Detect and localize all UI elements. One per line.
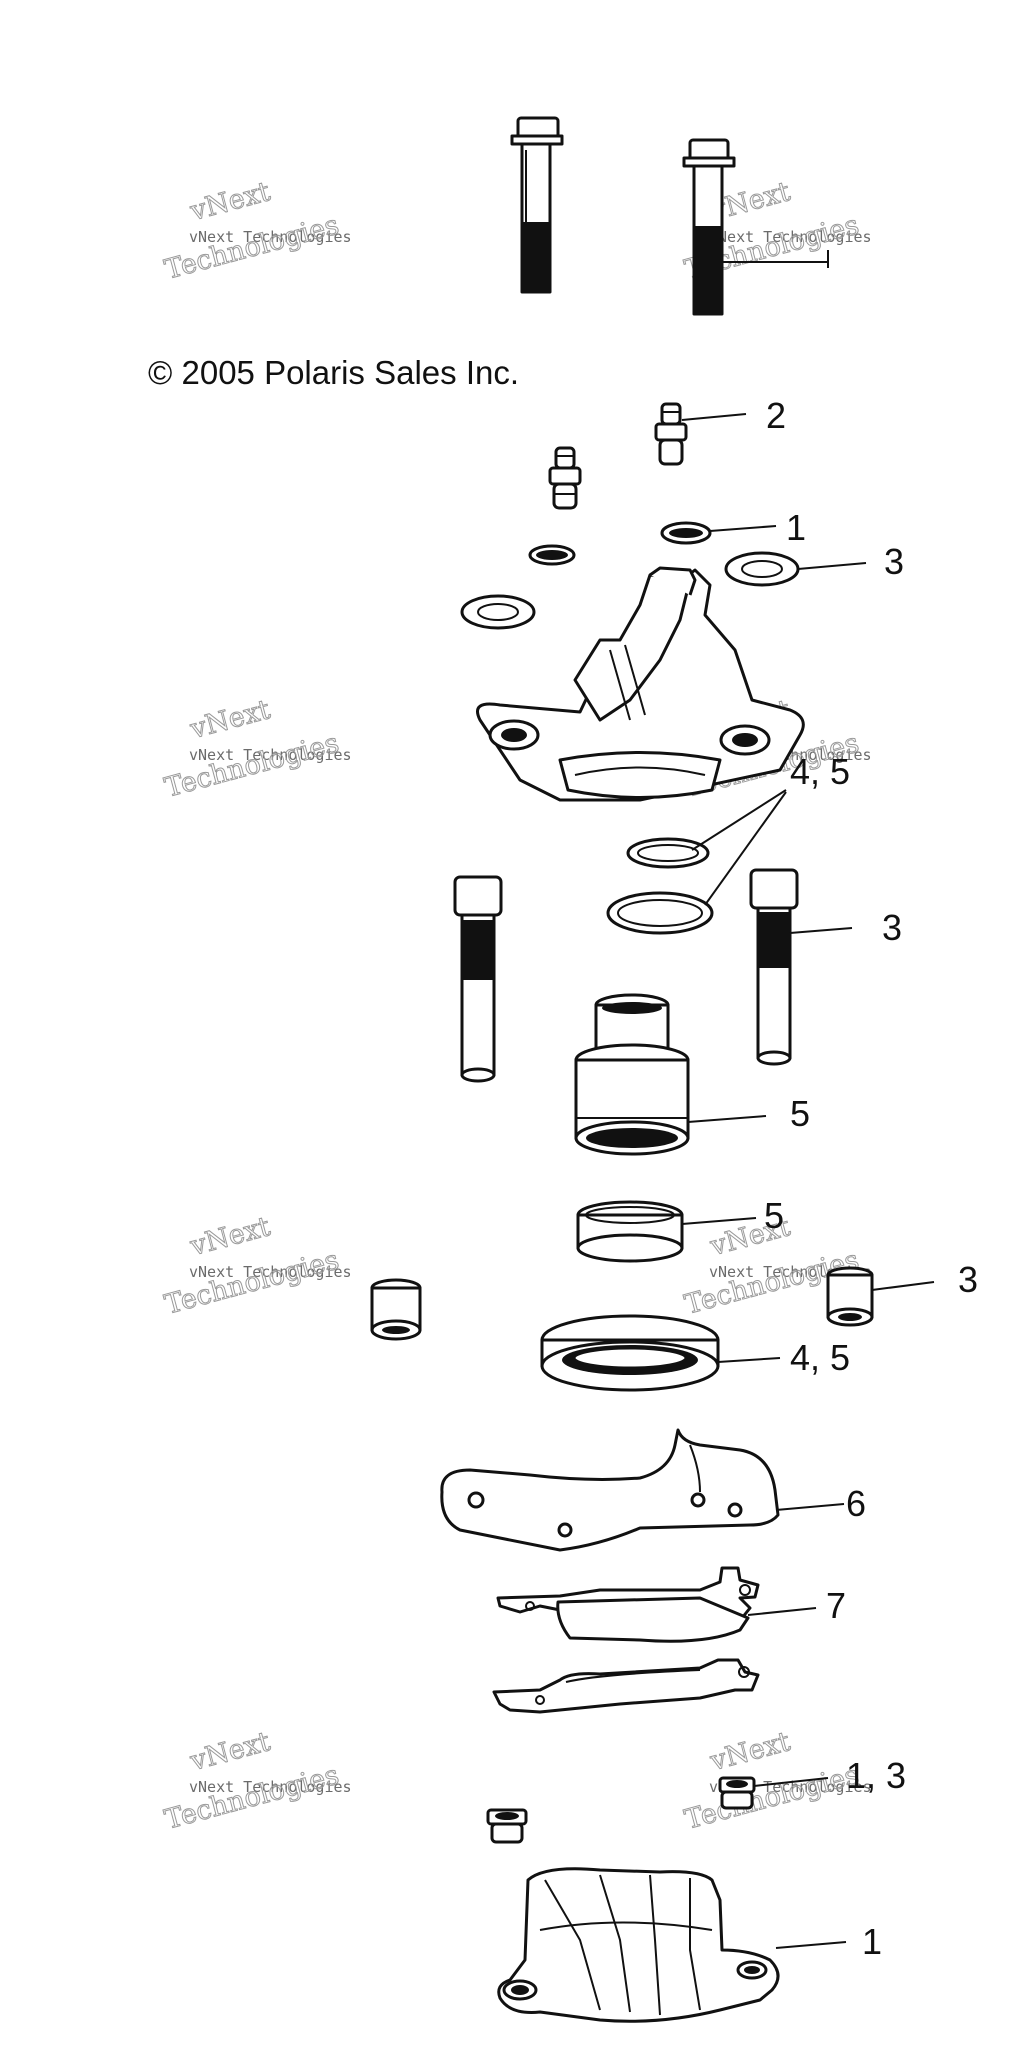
piston-seal-large (606, 891, 714, 935)
watermark-left-1: vNext vNext Technologies Technologies (161, 176, 352, 287)
bushing-right (826, 1266, 874, 1327)
callout-3-washer: 3 (884, 541, 904, 582)
callout-1-top: 1 (786, 507, 806, 548)
o-ring-left (528, 544, 576, 566)
fitting-right (718, 1776, 756, 1810)
callout-6: 6 (846, 1483, 866, 1524)
svg-text:Technologies: Technologies (162, 210, 343, 286)
brake-pad-lower (492, 1658, 760, 1714)
svg-text:vNext Technologies: vNext Technologies (709, 228, 872, 246)
mounting-bolt-left (510, 116, 564, 294)
watermark-right-4: vNext vNext Technologies Technologies (681, 1726, 871, 1837)
copyright-notice: © 2005 Polaris Sales Inc. (148, 354, 519, 391)
watermark-left-3: vNext vNext Technologies Technologies (161, 1211, 352, 1322)
svg-text:vNext: vNext (706, 1726, 793, 1777)
caliper-body-upper (476, 566, 805, 802)
caliper-bracket (440, 1428, 780, 1552)
callout-7: 7 (826, 1585, 846, 1626)
watermark-left-4: vNext vNext Technologies Technologies (161, 1726, 352, 1837)
caliper-piston (574, 993, 690, 1156)
brake-pad-upper (496, 1566, 760, 1643)
svg-text:vNext: vNext (186, 1726, 273, 1777)
mounting-bolt-right (682, 138, 829, 316)
washer-left (460, 594, 536, 630)
svg-text:vNext: vNext (186, 694, 273, 745)
o-ring-right (660, 521, 712, 545)
svg-text:vNext Technologies: vNext Technologies (189, 1263, 352, 1281)
leader-lines (681, 413, 935, 1949)
bushing-left (370, 1278, 422, 1341)
piston-seal-small (626, 837, 710, 869)
bleeder-screw-right (654, 402, 688, 466)
callout-5-piston: 5 (790, 1093, 810, 1134)
callout-3-pin: 3 (882, 907, 902, 948)
caliper-body-lower (497, 1867, 780, 2023)
svg-text:Technologies: Technologies (162, 1760, 343, 1836)
svg-text:vNext Technologies: vNext Technologies (189, 228, 352, 246)
watermark-left-2: vNext vNext Technologies Technologies (161, 694, 352, 805)
dust-seal (540, 1314, 720, 1392)
callout-4-5-top: 4, 5 (790, 751, 850, 792)
svg-text:vNext: vNext (186, 176, 273, 227)
callout-3-bushing: 3 (958, 1259, 978, 1300)
svg-text:Technologies: Technologies (162, 1245, 343, 1321)
callout-4-5-seal: 4, 5 (790, 1337, 850, 1378)
fitting-left (486, 1808, 528, 1844)
guide-pin-right (749, 868, 799, 1066)
svg-text:Technologies: Technologies (682, 1760, 863, 1836)
piston-ring (576, 1200, 684, 1263)
callout-1-3: 1, 3 (846, 1755, 906, 1796)
washer-right (724, 551, 800, 587)
callout-5-ring: 5 (764, 1195, 784, 1236)
svg-text:vNext Technologies: vNext Technologies (189, 1778, 352, 1796)
guide-pin-left (453, 875, 503, 1083)
svg-text:vNext: vNext (186, 1211, 273, 1262)
svg-text:vNext Technologies: vNext Technologies (189, 746, 352, 764)
bleeder-screw-left (548, 446, 582, 510)
callout-2: 2 (766, 395, 786, 436)
svg-text:Technologies: Technologies (162, 728, 343, 804)
callout-1-bottom: 1 (862, 1921, 882, 1962)
